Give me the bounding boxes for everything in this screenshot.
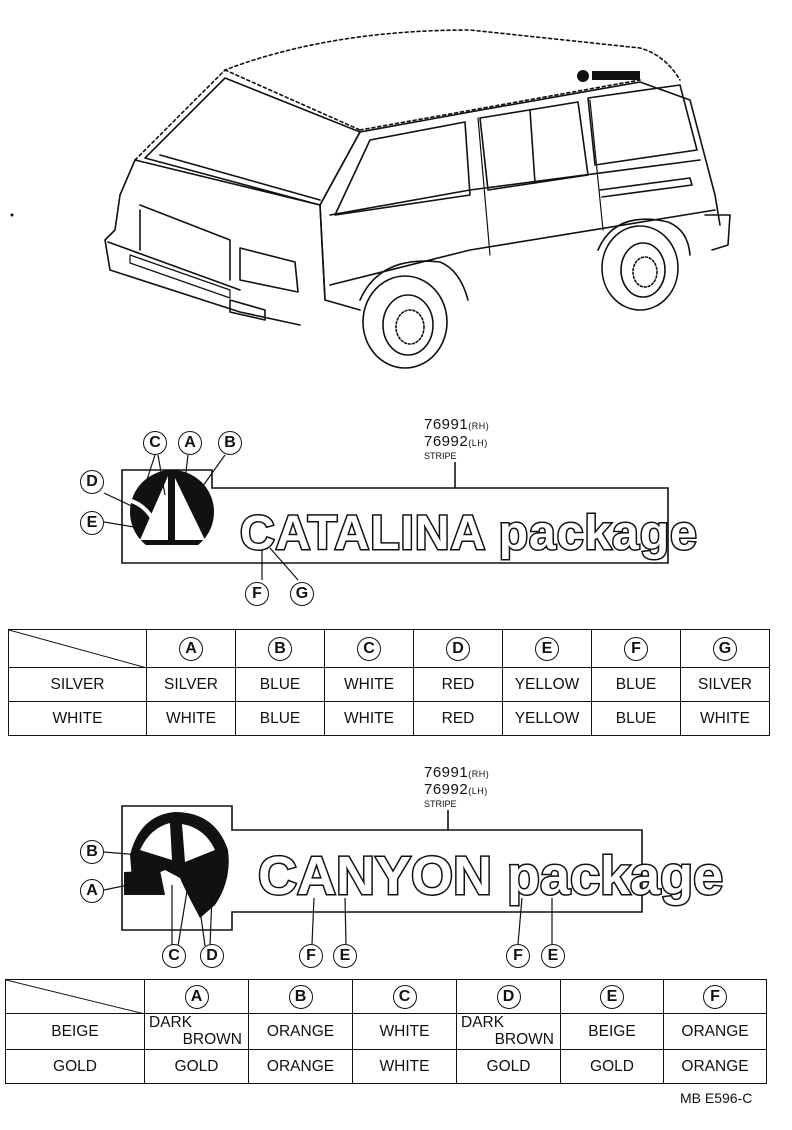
table-cell: WHITE — [324, 701, 414, 736]
table-cell: ORANGE — [663, 1049, 767, 1084]
canyon-stripe-label: STRIPE — [424, 799, 457, 809]
table-cell: BEIGE — [560, 1013, 664, 1050]
table-row: SILVER SILVER BLUE WHITE RED YELLOW BLUE… — [8, 667, 770, 702]
catalina-callout-c: C — [143, 431, 167, 455]
catalina-callout-a: A — [178, 431, 202, 455]
catalina-part-number-lh: 76992(LH) — [424, 433, 488, 450]
canyon-callout-d: D — [200, 944, 224, 968]
table-cell: SILVER — [146, 667, 236, 702]
catalina-color-table: A B C D E F G SILVER SILVER BLUE WHITE R… — [8, 629, 770, 736]
canyon-col-f: F — [663, 979, 767, 1014]
catalina-col-c: C — [324, 629, 414, 668]
table-cell: WHITE — [146, 701, 236, 736]
catalina-callout-f: F — [245, 582, 269, 606]
table-cell: YELLOW — [502, 701, 592, 736]
table-cell: GOLD — [456, 1049, 561, 1084]
catalina-col-e: E — [502, 629, 592, 668]
catalina-part-number-rh: 76991(RH) — [424, 416, 490, 433]
canyon-col-d: D — [456, 979, 561, 1014]
headdress-emblem — [124, 812, 229, 918]
table-row: WHITE WHITE BLUE WHITE RED YELLOW BLUE W… — [8, 701, 770, 736]
canyon-callout-f-2: F — [506, 944, 530, 968]
catalina-callout-b: B — [218, 431, 242, 455]
catalina-logo-text: CATALINA package — [240, 507, 698, 560]
table-row: GOLD GOLD ORANGE WHITE GOLD GOLD ORANGE — [5, 1049, 767, 1084]
table-cell: WHITE — [324, 667, 414, 702]
table-cell: BLUE — [591, 701, 681, 736]
canyon-callout-f-1: F — [299, 944, 323, 968]
canyon-callout-a: A — [80, 879, 104, 903]
table-cell: GOLD — [560, 1049, 664, 1084]
canyon-callout-b: B — [80, 840, 104, 864]
table-cell: ORANGE — [248, 1049, 353, 1084]
canyon-col-c: C — [352, 979, 457, 1014]
table-cell: ORANGE — [663, 1013, 767, 1050]
table-cell: ORANGE — [248, 1013, 353, 1050]
row-label: SILVER — [8, 667, 147, 702]
catalina-col-d: D — [413, 629, 503, 668]
table-cell: RED — [413, 701, 503, 736]
canyon-callout-e-1: E — [333, 944, 357, 968]
catalina-table-corner — [8, 629, 147, 668]
sailboat-emblem — [130, 470, 214, 554]
table-cell: WHITE — [352, 1049, 457, 1084]
row-label: BEIGE — [5, 1013, 145, 1050]
canyon-part-number-lh: 76992(LH) — [424, 781, 488, 798]
canyon-table-corner — [5, 979, 145, 1014]
catalina-col-f: F — [591, 629, 681, 668]
row-label: GOLD — [5, 1049, 145, 1084]
van-illustration — [10, 29, 731, 369]
table-cell: SILVER — [680, 667, 770, 702]
catalina-stripe-diagram: CATALINA package — [103, 454, 698, 581]
reference-code: MB E596-C — [680, 1090, 753, 1106]
canyon-part-number-rh: 76991(RH) — [424, 764, 490, 781]
table-cell: YELLOW — [502, 667, 592, 702]
table-cell: WHITE — [352, 1013, 457, 1050]
canyon-logo-text: CANYON package — [258, 846, 723, 906]
table-cell: RED — [413, 667, 503, 702]
row-label: WHITE — [8, 701, 147, 736]
table-cell: WHITE — [680, 701, 770, 736]
canyon-col-b: B — [248, 979, 353, 1014]
table-cell: BLUE — [235, 667, 325, 702]
table-cell: BLUE — [591, 667, 681, 702]
catalina-col-b: B — [235, 629, 325, 668]
canyon-col-a: A — [144, 979, 249, 1014]
catalina-col-g: G — [680, 629, 770, 668]
catalina-callout-d: D — [80, 470, 104, 494]
canyon-col-e: E — [560, 979, 664, 1014]
catalina-stripe-label: STRIPE — [424, 451, 457, 461]
table-cell: GOLD — [144, 1049, 249, 1084]
canyon-callout-e-2: E — [541, 944, 565, 968]
table-cell: BLUE — [235, 701, 325, 736]
catalina-callout-e: E — [80, 511, 104, 535]
catalina-col-a: A — [146, 629, 236, 668]
canyon-callout-c: C — [162, 944, 186, 968]
catalina-callout-g: G — [290, 582, 314, 606]
